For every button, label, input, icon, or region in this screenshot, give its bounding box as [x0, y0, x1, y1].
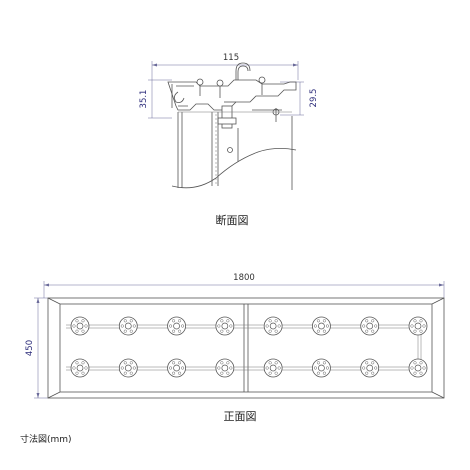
lamp-socket-icon — [215, 316, 235, 336]
lamp-socket-icon — [360, 316, 380, 336]
outer-frame — [47, 297, 445, 399]
lamp-bracket — [221, 105, 233, 129]
section-width-label: 115 — [223, 53, 239, 63]
lamp-socket-icon — [215, 358, 235, 378]
screw-icon — [258, 76, 266, 95]
break-line — [171, 148, 297, 189]
lamp-socket-icon — [312, 358, 331, 378]
lamp-socket-icon — [118, 316, 138, 336]
hanging-hook — [237, 65, 249, 80]
inner-frame — [59, 303, 433, 393]
front-view: 1800 450 正面図 — [25, 273, 445, 423]
front-height-label: 450 — [25, 340, 35, 356]
lamp-socket-icon — [70, 358, 90, 378]
screw-icon — [216, 79, 224, 98]
screw-icon — [196, 78, 204, 96]
lamp-socket-icon — [263, 316, 283, 336]
section-left-height-label: 35.1 — [139, 90, 149, 109]
lamp-socket-icon — [167, 358, 186, 378]
lamp-socket-icon — [360, 358, 380, 378]
section-right-height-label: 29.5 — [309, 89, 319, 108]
lamp-socket-icon — [408, 358, 428, 378]
lamp-group — [70, 316, 428, 378]
section-view: 115 35.1 29.5 — [139, 53, 319, 227]
frame-profile — [167, 79, 297, 111]
lamp-socket-icon — [70, 316, 90, 336]
lamp-socket-icon — [118, 358, 138, 378]
rivet — [227, 147, 233, 153]
front-width-label: 1800 — [233, 273, 255, 283]
lamp-socket-icon — [167, 316, 186, 336]
units-note: 寸法図(mm) — [20, 433, 72, 445]
section-caption: 断面図 — [216, 213, 249, 227]
lamp-socket-icon — [408, 316, 428, 336]
front-caption: 正面図 — [224, 410, 257, 423]
left-clip — [174, 91, 185, 103]
lamp-socket-icon — [263, 358, 283, 378]
lamp-socket-icon — [312, 316, 331, 336]
